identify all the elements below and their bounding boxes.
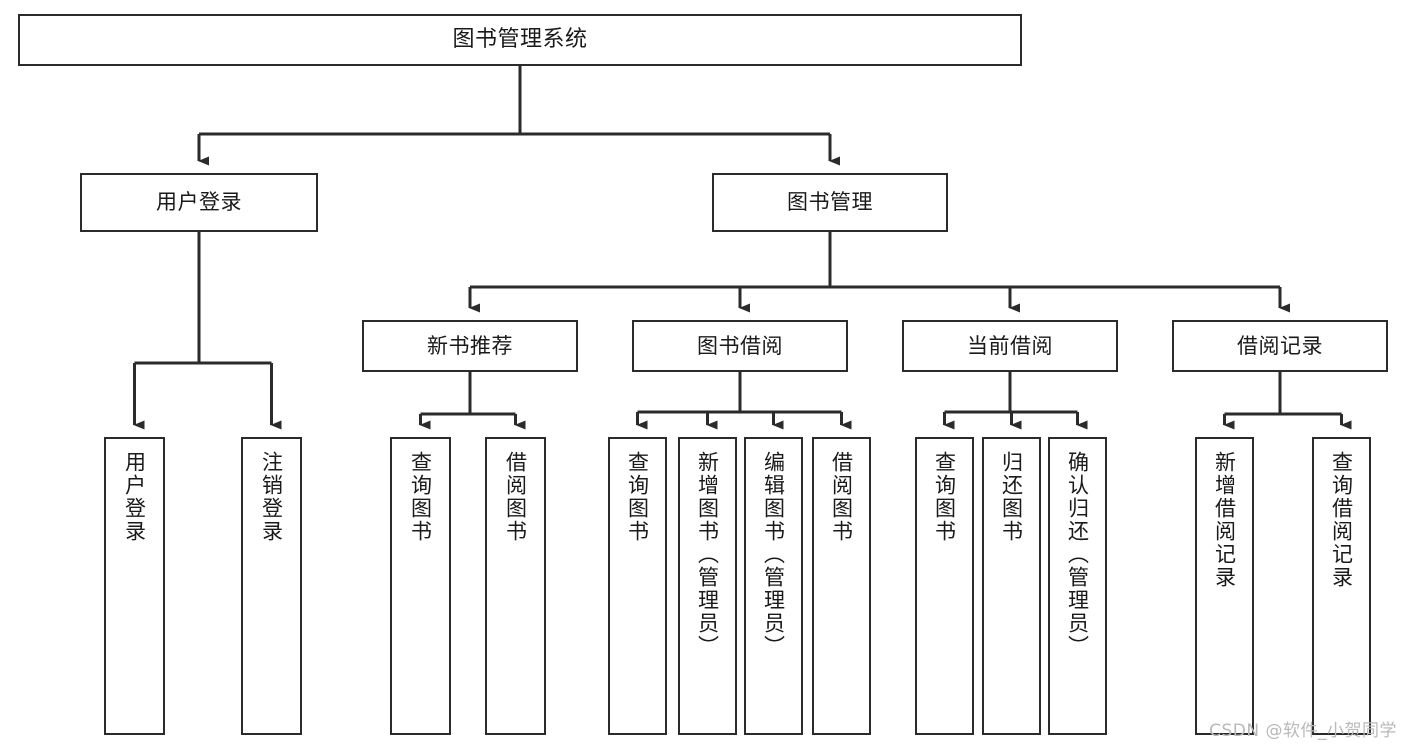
node-new-book-rec[interactable]: 新书推荐	[362, 320, 578, 372]
node-label-leaf-borrow-book-2: 借阅图书	[829, 451, 854, 543]
node-label-leaf-query-book-3: 查询图书	[932, 451, 957, 543]
node-label-leaf-query-book-2: 查询图书	[625, 451, 650, 543]
node-leaf-query-book-1[interactable]: 查询图书	[390, 437, 451, 735]
node-book-manage[interactable]: 图书管理	[712, 173, 948, 232]
node-label-book-borrow: 图书借阅	[697, 333, 783, 358]
node-leaf-borrow-book-1[interactable]: 借阅图书	[485, 437, 546, 735]
node-leaf-return-book[interactable]: 归还图书	[982, 437, 1041, 735]
node-leaf-add-book[interactable]: 新增图书（管理员）	[678, 437, 737, 735]
node-label-leaf-borrow-book-1: 借阅图书	[503, 451, 528, 543]
node-current-borrow[interactable]: 当前借阅	[902, 320, 1118, 372]
node-book-borrow[interactable]: 图书借阅	[632, 320, 848, 372]
node-label-leaf-query-record: 查询借阅记录	[1329, 451, 1354, 589]
node-leaf-user-login[interactable]: 用户登录	[104, 437, 165, 735]
node-label-borrow-record: 借阅记录	[1237, 333, 1323, 358]
node-user-login[interactable]: 用户登录	[80, 173, 318, 232]
node-label-user-login: 用户登录	[156, 190, 242, 215]
node-leaf-add-record[interactable]: 新增借阅记录	[1195, 437, 1254, 735]
node-root[interactable]: 图书管理系统	[18, 14, 1022, 66]
node-leaf-query-book-3[interactable]: 查询图书	[915, 437, 974, 735]
node-label-new-book-rec: 新书推荐	[427, 333, 513, 358]
node-label-leaf-user-login: 用户登录	[122, 451, 147, 543]
node-label-leaf-add-book: 新增图书（管理员）	[695, 451, 720, 658]
node-label-leaf-confirm-ret: 确认归还（管理员）	[1065, 451, 1090, 658]
node-label-root: 图书管理系统	[452, 27, 588, 53]
node-leaf-borrow-book-2[interactable]: 借阅图书	[812, 437, 871, 735]
node-label-current-borrow: 当前借阅	[967, 333, 1053, 358]
node-leaf-user-logout[interactable]: 注销登录	[241, 437, 302, 735]
node-borrow-record[interactable]: 借阅记录	[1172, 320, 1388, 372]
node-leaf-edit-book[interactable]: 编辑图书（管理员）	[744, 437, 803, 735]
node-label-leaf-edit-book: 编辑图书（管理员）	[761, 451, 786, 658]
node-label-leaf-add-record: 新增借阅记录	[1212, 451, 1237, 589]
node-label-leaf-return-book: 归还图书	[999, 451, 1024, 543]
node-leaf-query-book-2[interactable]: 查询图书	[608, 437, 667, 735]
node-leaf-confirm-ret[interactable]: 确认归还（管理员）	[1048, 437, 1107, 735]
node-leaf-query-record[interactable]: 查询借阅记录	[1312, 437, 1371, 735]
node-label-leaf-query-book-1: 查询图书	[408, 451, 433, 543]
node-label-book-manage: 图书管理	[787, 190, 873, 215]
node-label-leaf-user-logout: 注销登录	[259, 451, 284, 543]
